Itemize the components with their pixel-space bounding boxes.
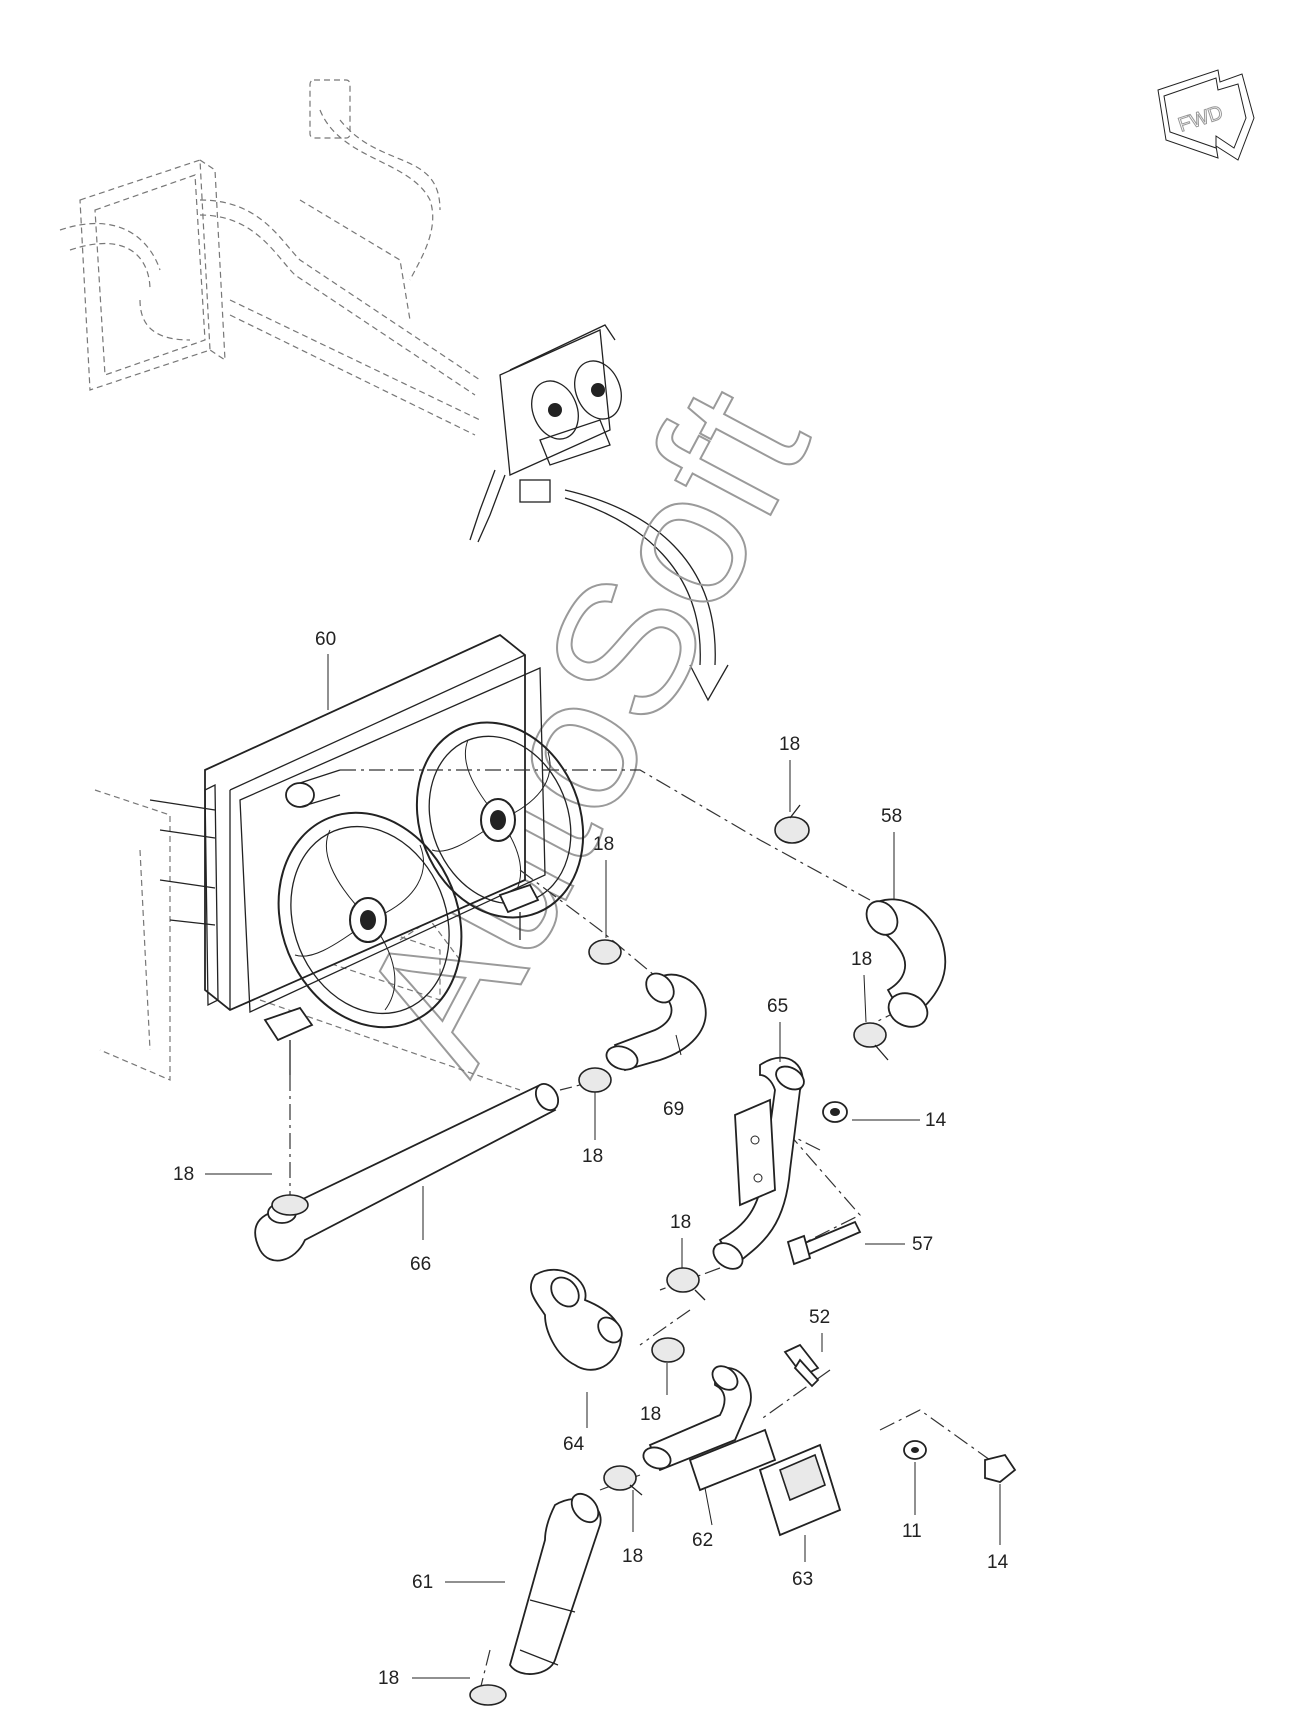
callout-52: 52 — [809, 1307, 830, 1328]
clamp-18a — [774, 816, 810, 844]
clamp-18c — [853, 1022, 887, 1048]
callout-18: 18 — [582, 1146, 603, 1167]
callout-11: 11 — [902, 1521, 922, 1542]
callout-69: 69 — [663, 1099, 684, 1120]
callout-18: 18 — [670, 1212, 691, 1233]
clamp-18h — [603, 1465, 637, 1491]
callout-18: 18 — [640, 1404, 661, 1425]
callout-18: 18 — [622, 1546, 643, 1567]
callout-64: 64 — [563, 1434, 585, 1455]
washer-11 — [903, 1440, 927, 1460]
clamp-18g — [651, 1337, 685, 1363]
callout-18: 18 — [779, 734, 800, 755]
bracket-63 — [758, 1443, 842, 1537]
callout-14: 14 — [925, 1110, 947, 1131]
callout-66: 66 — [410, 1254, 431, 1275]
callout-18: 18 — [593, 834, 614, 855]
callout-18: 18 — [851, 949, 872, 970]
center-lines — [289, 769, 991, 1691]
callout-63: 63 — [792, 1569, 813, 1590]
clamp-18i — [469, 1684, 507, 1706]
fwd-arrow-icon: FWD — [1157, 69, 1255, 161]
hose-64 — [530, 1269, 623, 1371]
callout-14: 14 — [987, 1552, 1009, 1573]
callout-58: 58 — [881, 806, 902, 827]
clamp-18f — [666, 1267, 700, 1293]
overview-cooler — [469, 324, 622, 543]
callout-57: 57 — [912, 1234, 933, 1255]
hose-69 — [605, 972, 707, 1072]
callout-62: 62 — [692, 1530, 713, 1551]
nut-14b — [984, 1453, 1017, 1483]
hose-61 — [509, 1492, 602, 1675]
callout-labels: 60 18 58 18 18 65 69 18 14 18 66 18 57 5… — [173, 629, 1009, 1689]
fwd-label: FWD — [1176, 102, 1226, 137]
clamp-18d — [578, 1067, 612, 1093]
pipe-62 — [642, 1365, 777, 1492]
hose-58 — [865, 898, 946, 1028]
callout-61: 61 — [412, 1572, 433, 1593]
clamp-18e — [271, 1194, 309, 1216]
callout-65: 65 — [767, 996, 788, 1017]
nut-14a — [822, 1101, 848, 1123]
clamp-18b — [588, 939, 622, 965]
pipe-66 — [254, 1082, 560, 1262]
clamps — [271, 804, 889, 1706]
overview-assembly — [59, 79, 622, 543]
callout-18: 18 — [173, 1164, 194, 1185]
bolt-52 — [783, 1343, 820, 1388]
callout-18: 18 — [378, 1668, 399, 1689]
callout-60: 60 — [315, 629, 336, 650]
bolt-57 — [786, 1220, 862, 1266]
curved-arrow-icon — [564, 489, 729, 702]
pipe-65 — [712, 1056, 805, 1270]
radiator-assembly — [94, 633, 585, 1091]
leader-lines — [205, 654, 1001, 1679]
